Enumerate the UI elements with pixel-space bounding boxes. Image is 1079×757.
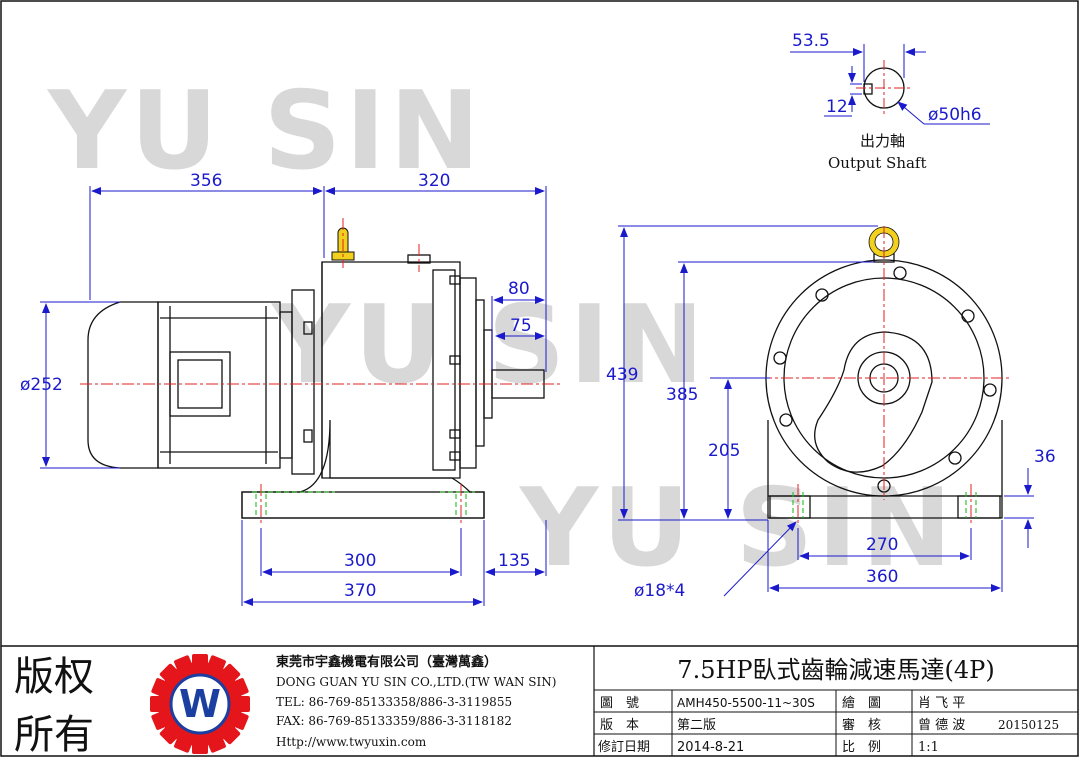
row-revision-date-label: 修訂日期: [598, 739, 650, 755]
side-view-hidden-lines: [252, 491, 475, 518]
dim-mounting-holes: ø18*4: [634, 581, 685, 601]
product-title: 7.5HP臥式齒輪減速馬達(4P): [677, 656, 994, 684]
row-reviewer-value: 曾 德 波: [918, 718, 965, 733]
dim-75: 75: [510, 316, 532, 336]
watermark-top: YU SIN: [46, 69, 484, 194]
dim-320: 320: [418, 171, 450, 191]
dim-270: 270: [866, 535, 898, 555]
company-fax: FAX: 86-769-85133359/886-3-3118182: [276, 714, 512, 728]
row-drawing-no-value: AMH450-5500-11~30S: [677, 696, 815, 710]
shaft-label-zh: 出力軸: [860, 132, 905, 150]
dim-80: 80: [508, 279, 530, 299]
dim-shaft-diameter: ø50h6: [928, 105, 982, 125]
shaft-label-en: Output Shaft: [828, 154, 927, 172]
side-dimensions: [40, 186, 547, 606]
copyright-line-1: 版权: [14, 654, 94, 700]
row-scale-value: 1:1: [918, 740, 939, 755]
company-name-zh: 東莞市宇鑫機電有限公司（臺灣萬鑫）: [276, 654, 497, 670]
watermark-middle: YU SIN: [270, 283, 708, 408]
company-name-en: DONG GUAN YU SIN CO.,LTD.(TW WAN SIN): [276, 675, 556, 689]
dim-439: 439: [606, 365, 638, 385]
dim-370: 370: [344, 581, 376, 601]
front-dimensions: [618, 225, 1034, 597]
dim-300: 300: [344, 551, 376, 571]
row-drafter-value: 肖 飞 平: [918, 696, 965, 711]
watermark-bottom: YU SIN: [518, 466, 956, 591]
dim-53-5: 53.5: [792, 31, 830, 51]
dim-356: 356: [190, 171, 222, 191]
dim-135: 135: [498, 551, 530, 571]
company-logo: W: [150, 654, 250, 754]
copyright-line-2: 所有: [14, 712, 94, 757]
logo-letter: W: [179, 682, 221, 726]
row-review-date: 20150125: [998, 718, 1059, 732]
front-centerlines: [760, 226, 1010, 526]
side-centerlines: [80, 218, 560, 526]
dim-36: 36: [1034, 447, 1056, 467]
company-website: Http://www.twyuxin.com: [276, 735, 427, 749]
row-version-label: 版 本: [600, 718, 639, 733]
row-reviewer-label: 審 核: [842, 718, 881, 733]
row-drafter-label: 繪 圖: [842, 695, 881, 711]
shaft-detail-centerlines: [856, 60, 912, 116]
front-view-hidden-lines: [792, 492, 977, 518]
watermark-group: YU SIN YU SIN YU SIN: [46, 69, 956, 591]
row-scale-label: 比 例: [842, 740, 881, 755]
row-revision-date-value: 2014-8-21: [677, 740, 744, 755]
company-tel: TEL: 86-769-85133358/886-3-3119855: [276, 695, 512, 709]
dim-385: 385: [666, 385, 698, 405]
row-drawing-no-label: 圖 號: [600, 696, 639, 711]
shaft-detail-dimensions: [790, 44, 990, 125]
title-block: 版权 所有 W 東莞市宇鑫機電有限公司（臺灣萬鑫） DONG GUAN YU S…: [1, 645, 1078, 757]
dim-252: ø252: [20, 375, 63, 395]
row-version-value: 第二版: [677, 718, 716, 733]
dim-360: 360: [866, 567, 898, 587]
dim-12: 12: [826, 97, 848, 117]
dim-205: 205: [708, 441, 740, 461]
